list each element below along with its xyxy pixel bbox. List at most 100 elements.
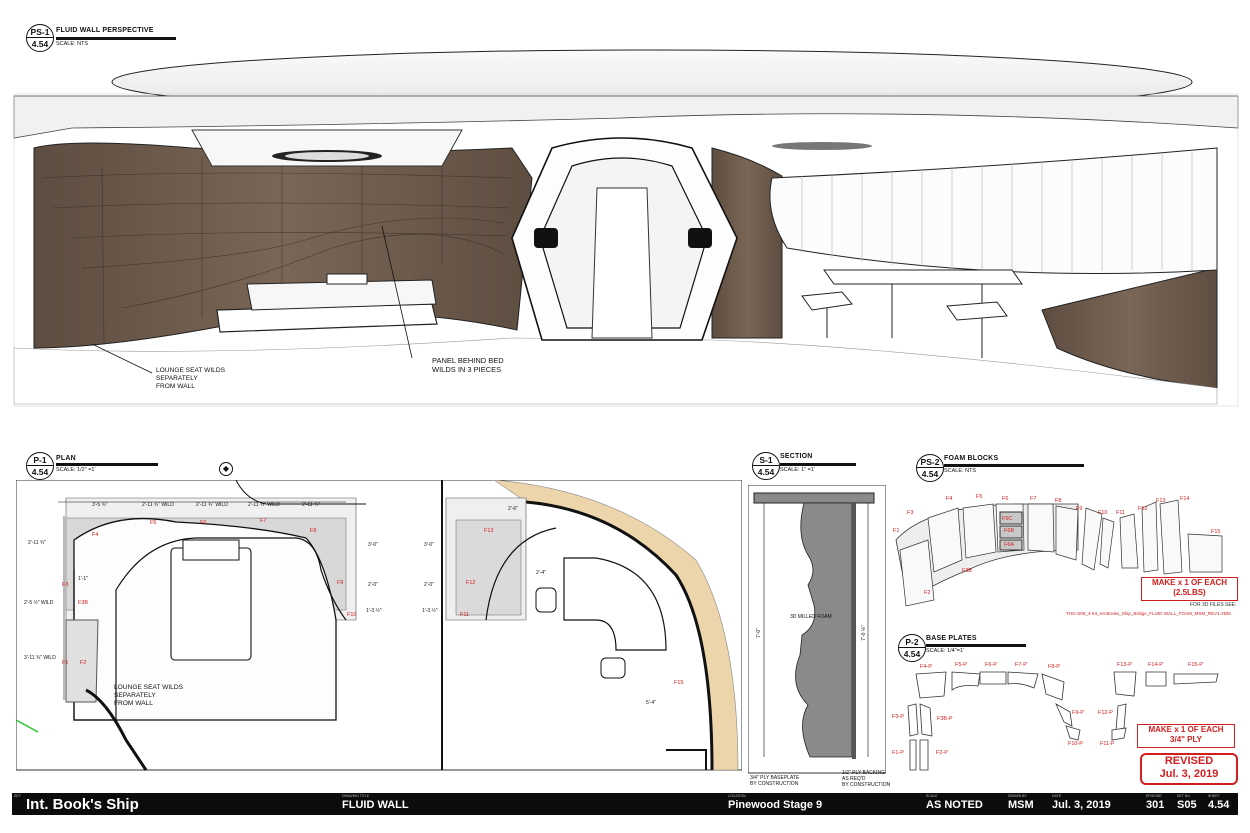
plan-tag: P-1 4.54 bbox=[26, 452, 54, 480]
foam-F5C: F5C bbox=[1002, 516, 1013, 522]
episode: 301 bbox=[1146, 799, 1165, 811]
foam-title: FOAM BLOCKS bbox=[944, 455, 999, 462]
base-tag: P-2 4.54 bbox=[898, 634, 926, 662]
plan-dim-right-3: 1'-3 ½" bbox=[366, 608, 382, 614]
plan-panel-F11: F11 bbox=[460, 612, 470, 618]
milled-foam-label: 3D MILLED FOAM bbox=[790, 614, 832, 620]
plan-dim-top-5: 2'-11 ¾" bbox=[302, 502, 320, 508]
base-F14-P: F14-P bbox=[1148, 662, 1163, 668]
base-sheet: 4.54 bbox=[903, 649, 921, 659]
plan-panel-F3: F3 bbox=[62, 582, 69, 588]
foam-F5: F5 bbox=[976, 494, 983, 500]
base-id: P-2 bbox=[905, 637, 919, 647]
base-plates-drawing bbox=[907, 671, 1219, 771]
base-F13-P: F13-P bbox=[1117, 662, 1132, 668]
base-title: BASE PLATES bbox=[926, 635, 977, 642]
plan-dim-rp-2: 2'-4" bbox=[536, 570, 546, 576]
revised-stamp: REVISED Jul. 3, 2019 bbox=[1140, 753, 1238, 785]
make-ply-text: MAKE x 1 OF EACH 3/4" PLY bbox=[1148, 725, 1224, 744]
plan-panel-F6: F6 bbox=[200, 520, 207, 526]
plan-scale: SCALE: 1/2" =1' bbox=[56, 467, 96, 473]
set-caption: SET bbox=[14, 794, 21, 798]
foam-F3: F3 bbox=[907, 510, 914, 516]
section-title-bar bbox=[780, 463, 856, 466]
plan-panel-F1: F1 bbox=[62, 660, 69, 666]
drawing-title: FLUID WALL bbox=[342, 799, 409, 811]
plan-panel-F13: F13 bbox=[484, 528, 494, 534]
north-arrow-icon: ◆ bbox=[219, 462, 233, 476]
perspective-drawing bbox=[13, 49, 1239, 407]
plan-dim-rp-3: 3'-0" bbox=[424, 542, 434, 548]
plan-sheet: 4.54 bbox=[31, 467, 49, 477]
plan-panel-F10: F10 bbox=[347, 612, 357, 618]
plan-panel-F2: F2 bbox=[80, 660, 87, 666]
section-scale: SCALE: 1" =1' bbox=[780, 467, 815, 473]
plan-panel-F4: F4 bbox=[92, 532, 99, 538]
base-F2-P: F2-P bbox=[936, 750, 948, 756]
plan-panel-F7: F7 bbox=[260, 518, 267, 524]
episode-caption: EPISODE bbox=[1146, 794, 1162, 798]
plan-bed bbox=[170, 547, 252, 661]
plan-dim-rp-4: 2'-0" bbox=[424, 582, 434, 588]
foam-file-name: THG-S05_4-54_Int-Books_Ship_Bridge_FLUID… bbox=[1066, 611, 1231, 616]
foam-F9: F9 bbox=[1076, 506, 1083, 512]
perspective-tag: PS-1 4.54 bbox=[26, 24, 54, 52]
plan-title-bar bbox=[56, 463, 158, 466]
base-F11-P: F11-P bbox=[1100, 741, 1115, 747]
milled-foam-profile bbox=[795, 502, 853, 758]
plan-desk bbox=[563, 557, 667, 651]
make-foam-box: MAKE x 1 OF EACH (2.5LBS) bbox=[1141, 577, 1238, 601]
foam-F6B: F6B bbox=[1004, 528, 1015, 534]
plan-dim-top-1: 3'-5 ¾" bbox=[92, 502, 108, 508]
plan-dim-rp-1: 2'-6" bbox=[508, 506, 518, 512]
section-tag: S-1 4.54 bbox=[752, 452, 780, 480]
revised-text: REVISED Jul. 3, 2019 bbox=[1159, 755, 1219, 780]
base-F10-P: F10-P bbox=[1068, 741, 1083, 747]
foam-F14: F14 bbox=[1180, 496, 1190, 502]
base-F1-P: F1-P bbox=[892, 750, 904, 756]
foam-F4: F4 bbox=[946, 496, 953, 502]
base-scale: SCALE: 1/4"=1' bbox=[926, 648, 965, 654]
plan-dim-misc-2: 5'-4" bbox=[646, 700, 656, 706]
base-F3B-P: F3B-P bbox=[937, 716, 953, 722]
foam-sheet: 4.54 bbox=[921, 469, 939, 479]
sheet-number: 4.54 bbox=[1208, 799, 1230, 811]
plan-panel-F9: F9 bbox=[337, 580, 344, 586]
section-id: S-1 bbox=[759, 455, 773, 465]
date-caption: DATE bbox=[1052, 794, 1062, 798]
foam-F1: F1 bbox=[893, 528, 900, 534]
sheet-caption: SHEET bbox=[1208, 794, 1220, 798]
base-F15-P: F15-P bbox=[1188, 662, 1203, 668]
plan-panel-F15: F15 bbox=[674, 680, 684, 686]
lounge-seat-note-perspective: LOUNGE SEAT WILDS SEPARATELY FROM WALL bbox=[156, 367, 226, 390]
foam-tag: PS-2 4.54 bbox=[916, 454, 944, 482]
plan-panel-F12: F12 bbox=[466, 580, 476, 586]
foam-F8: F8 bbox=[1055, 498, 1062, 504]
base-F12-P: F12-P bbox=[1098, 710, 1113, 716]
location: Pinewood Stage 9 bbox=[728, 799, 823, 811]
plan-dim-top-4: 2'-11 ¾" WILD bbox=[248, 502, 280, 508]
base-F3-P: F3-P bbox=[892, 714, 904, 720]
foam-F11: F11 bbox=[1116, 510, 1126, 516]
scale-value: AS NOTED bbox=[926, 799, 983, 811]
plan-dim-right-2: 2'-0" bbox=[368, 582, 378, 588]
perspective-id: PS-1 bbox=[30, 27, 50, 37]
foam-title-bar bbox=[944, 464, 1084, 467]
drawn-caption: DRAWN BY bbox=[1008, 794, 1027, 798]
make-foam-text: MAKE x 1 OF EACH (2.5LBS) bbox=[1151, 578, 1228, 597]
title-block: SET Int. Book's Ship DRAWING TITLE FLUID… bbox=[12, 793, 1238, 815]
panel-behind-bed-note: PANEL BEHIND BED WILDS IN 3 PIECES bbox=[432, 356, 504, 374]
plan-dim-left-1: 2'-11 ¾" bbox=[28, 540, 46, 546]
base-F5-P: F5-P bbox=[955, 662, 967, 668]
right-wood-wall bbox=[711, 147, 783, 339]
plan-panel-F8: F8 bbox=[310, 528, 317, 534]
ply-baseplate-note: 3/4" PLY BASEPLATE BY CONSTRUCTION bbox=[750, 775, 800, 787]
plan-panel-F5: F5 bbox=[150, 520, 157, 526]
drawing-caption: DRAWING TITLE bbox=[342, 794, 370, 798]
foam-F7: F7 bbox=[1030, 496, 1037, 502]
set-number: S05 bbox=[1177, 799, 1197, 811]
perspective-title-bar bbox=[56, 37, 176, 40]
plan-title: PLAN bbox=[56, 455, 76, 462]
base-title-bar bbox=[926, 644, 1026, 647]
base-F8-P: F8-P bbox=[1048, 664, 1060, 670]
